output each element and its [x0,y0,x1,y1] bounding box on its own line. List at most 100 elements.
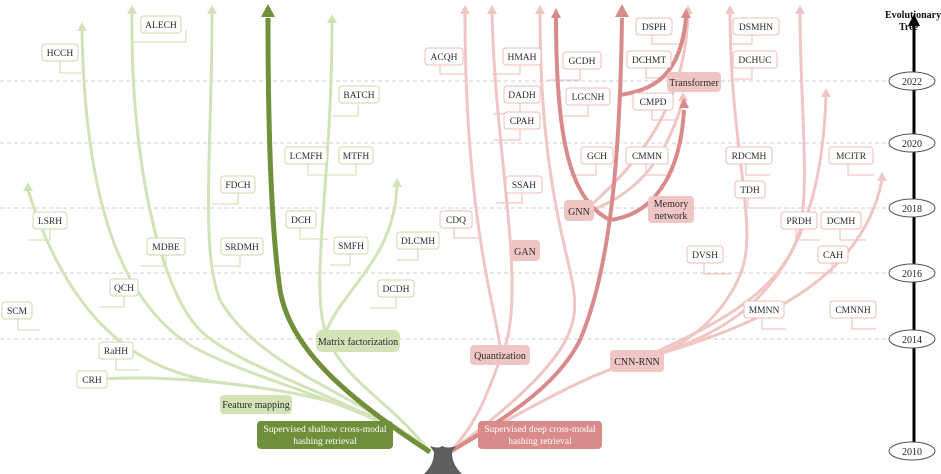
method-alech: ALECH [140,15,182,34]
shallow-arrowheads [23,5,402,191]
svg-text:CNN-RNN: CNN-RNN [614,357,660,368]
shallow-light-branches [26,11,430,452]
svg-text:DADH: DADH [508,91,536,101]
svg-text:SCM: SCM [7,307,28,317]
method-gcdh: GCDH [562,51,602,70]
method-hmah: HMAH [502,47,542,66]
svg-text:DCHMT: DCHMT [632,56,667,66]
svg-text:hashing retrieval: hashing retrieval [293,437,357,447]
svg-text:SSAH: SSAH [512,181,536,191]
category-gan: GAN [510,240,540,261]
time-axis-arrow [908,14,920,26]
root-shallow: Supervised shallow cross-modal hashing r… [257,421,393,449]
method-lgcnh: LGCNH [565,87,611,106]
deep-leaf-connectors [439,32,876,330]
svg-text:LSRH: LSRH [38,217,62,227]
svg-text:FDCH: FDCH [225,181,250,191]
svg-text:DVSH: DVSH [692,251,718,261]
method-dsmhn: DSMHN [732,17,780,36]
method-labels-deep: ACQH HMAH GCDH DSPH DSMHN DCHMT DCHUC DA… [424,17,877,319]
method-dcdh: DCDH [377,279,415,298]
method-hcch: HCCH [41,43,79,62]
svg-text:Transformer: Transformer [669,78,719,89]
year-marker-2010: 2010 [888,441,936,461]
method-batch: BATCH [338,85,380,104]
year-marker-2020: 2020 [888,133,936,153]
svg-text:2018: 2018 [902,204,922,215]
deep-dark-branches [448,17,688,454]
method-prdh: PRDH [780,211,818,230]
svg-text:hashing retrieval: hashing retrieval [508,437,572,447]
svg-text:GCH: GCH [587,152,607,162]
svg-text:MDBE: MDBE [152,243,180,253]
svg-text:GCDH: GCDH [569,57,596,67]
svg-text:DSPH: DSPH [642,23,666,33]
svg-text:Memory: Memory [654,199,688,210]
method-cmpd: CMPD [632,92,674,111]
category-transformer: Transformer [667,72,721,92]
svg-text:2020: 2020 [902,139,922,150]
year-marker-2014: 2014 [888,329,936,349]
method-dadh: DADH [503,85,541,104]
method-mmnn: MMNN [743,300,785,319]
category-gnn: GNN [564,200,594,221]
method-smfh: SMFH [333,236,369,255]
svg-text:PRDH: PRDH [786,217,811,227]
svg-text:MTFH: MTFH [343,152,370,162]
category-quantization: Quantization [470,345,530,365]
method-dchuc: DCHUC [732,50,778,69]
category-feature-mapping: Feature mapping [220,395,292,414]
svg-text:CPAH: CPAH [510,117,535,127]
method-dsph: DSPH [635,17,673,36]
method-rahh: RaHH [98,341,134,360]
method-cmmn: CMMN [625,146,669,165]
svg-text:HMAH: HMAH [507,53,536,63]
svg-text:DCMH: DCMH [827,217,856,227]
svg-text:ALECH: ALECH [145,21,177,31]
method-gch: GCH [580,146,614,165]
svg-text:2010: 2010 [902,447,922,458]
deep-dark-arrowheads [551,4,691,108]
axis-title-line2: Tree [899,22,919,33]
svg-text:2014: 2014 [902,335,922,346]
svg-text:SRDMH: SRDMH [225,243,259,253]
svg-text:ACQH: ACQH [431,53,458,63]
svg-text:LGCNH: LGCNH [572,93,605,103]
category-matrix-factorization: Matrix factorization [316,330,400,352]
shallow-main-arrow [261,4,275,17]
svg-text:CRH: CRH [82,376,102,386]
svg-text:DLCMH: DLCMH [401,237,435,247]
method-dlcmh: DLCMH [396,231,440,250]
svg-text:Feature mapping: Feature mapping [222,400,289,411]
svg-text:2022: 2022 [902,77,922,88]
method-srdmh: SRDMH [220,237,264,256]
shallow-main-branch [265,17,432,455]
category-memory-network: Memory network [648,196,694,223]
year-grid [0,80,886,340]
svg-text:CDQ: CDQ [446,216,466,226]
method-cdq: CDQ [439,210,473,229]
year-marker-2016: 2016 [888,263,936,283]
axis-title-line1: Evolutionary [885,10,941,21]
svg-text:GNN: GNN [568,207,590,218]
svg-text:Quantization: Quantization [474,351,526,362]
method-lcmfh: LCMFH [284,146,328,165]
tree-trunk [424,446,462,474]
method-crh: CRH [76,370,108,389]
svg-text:DSMHN: DSMHN [739,23,773,33]
svg-text:DCH: DCH [291,216,311,226]
svg-text:Supervised deep cross-modal: Supervised deep cross-modal [484,425,596,435]
method-qch: QCH [109,278,139,297]
svg-text:RDCMH: RDCMH [732,152,767,162]
svg-text:2016: 2016 [902,269,922,280]
method-scm: SCM [1,301,33,320]
method-mdbe: MDBE [146,237,186,256]
method-dchmt: DCHMT [626,50,672,69]
svg-text:SMFH: SMFH [338,242,364,252]
svg-text:DCDH: DCDH [383,285,410,295]
method-cah: CAH [817,245,849,264]
svg-text:LCMFH: LCMFH [290,152,323,162]
root-deep: Supervised deep cross-modal hashing retr… [478,421,602,449]
svg-text:Supervised shallow cross-modal: Supervised shallow cross-modal [264,425,387,435]
